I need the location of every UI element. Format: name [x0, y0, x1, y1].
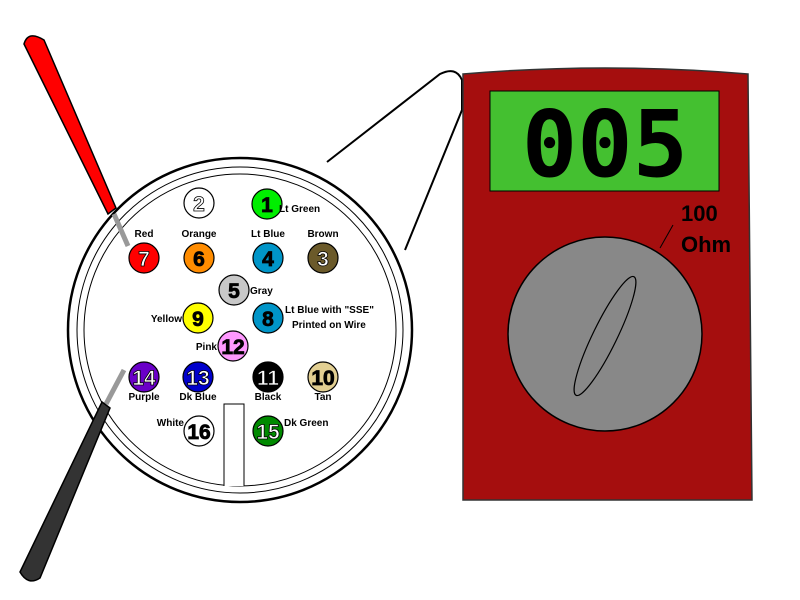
pin-2[interactable]: 2	[183, 187, 215, 219]
pin-label: Lt Green	[279, 204, 320, 215]
red-probe[interactable]	[23, 35, 131, 248]
pin-3[interactable]: 3 Brown	[307, 229, 339, 274]
black-probe[interactable]	[19, 368, 127, 582]
pin-number: 9	[192, 308, 204, 331]
pin-label: Gray	[250, 286, 273, 297]
pin-circle[interactable]	[183, 242, 215, 274]
pin-6[interactable]: 6 Orange	[181, 229, 217, 274]
pin-label: Purple	[128, 392, 160, 403]
pin-circle[interactable]	[251, 188, 283, 220]
pin-label: Yellow	[151, 314, 182, 325]
pin-4[interactable]: 4 Lt Blue	[251, 229, 285, 274]
pin-number: 16	[187, 421, 210, 444]
pin-circle[interactable]	[252, 415, 284, 447]
pin-circle[interactable]	[128, 361, 160, 393]
pin-circle[interactable]	[218, 274, 250, 306]
pin-circle[interactable]	[128, 242, 160, 274]
pin-number: 10	[311, 367, 334, 390]
pin-circle[interactable]	[252, 361, 284, 393]
pin-8[interactable]: 8 Lt Blue with "SSE" Printed on Wire	[252, 302, 374, 334]
pin-circle[interactable]	[183, 415, 215, 447]
pin-number: 1	[261, 194, 273, 217]
pin-7[interactable]: 7 Red	[128, 229, 160, 274]
meter-display	[489, 90, 720, 192]
pin-circle[interactable]	[307, 242, 339, 274]
connector-key-slot	[223, 403, 245, 486]
pin-number: 4	[262, 248, 274, 271]
pin-number: 14	[132, 367, 156, 390]
pin-circle[interactable]	[307, 361, 339, 393]
pin-5[interactable]: 5 Gray	[218, 274, 273, 306]
pin-label-line2: Printed on Wire	[292, 320, 366, 331]
pin-15[interactable]: 15 Dk Green	[252, 415, 328, 447]
pin-circle[interactable]	[182, 361, 214, 393]
pin-circle[interactable]	[217, 330, 249, 362]
pin-number: 8	[262, 308, 274, 331]
pin-number: 11	[257, 367, 280, 390]
range-value: 100	[681, 201, 718, 226]
pin-label: Red	[135, 229, 154, 240]
pin-label: White	[157, 418, 185, 429]
pin-9[interactable]: 9 Yellow	[151, 302, 214, 334]
pin-circle[interactable]	[252, 302, 284, 334]
pin-13[interactable]: 13 Dk Blue	[179, 361, 217, 403]
pin-number: 2	[193, 193, 205, 216]
pin-label: Brown	[307, 229, 338, 240]
pin-number: 3	[317, 248, 329, 271]
pin-label: Pink	[196, 342, 218, 353]
pin-label: Dk Blue	[179, 392, 217, 403]
pin-1[interactable]: 1 Lt Green	[251, 188, 320, 220]
pin-circle[interactable]	[183, 187, 215, 219]
pin-circle[interactable]	[182, 302, 214, 334]
pin-number: 7	[138, 248, 150, 271]
pin-number: 6	[193, 248, 205, 271]
pin-label: Lt Blue with "SSE"	[285, 305, 374, 316]
pin-number: 13	[186, 367, 209, 390]
pin-number: 12	[221, 336, 244, 359]
knob-pointer	[573, 275, 637, 397]
pin-label: Black	[255, 392, 282, 403]
meter-reading: 005	[522, 91, 688, 198]
pin-label: Lt Blue	[251, 229, 285, 240]
range-tick	[659, 224, 674, 249]
pin-label: Dk Green	[284, 418, 328, 429]
pin-label: Orange	[181, 229, 216, 240]
pin-label: Tan	[314, 392, 331, 403]
pin-circle[interactable]	[252, 242, 284, 274]
pin-number: 5	[228, 280, 240, 303]
connector-arm	[326, 70, 463, 251]
pin-number: 15	[256, 421, 280, 444]
range-unit: Ohm	[681, 232, 731, 257]
